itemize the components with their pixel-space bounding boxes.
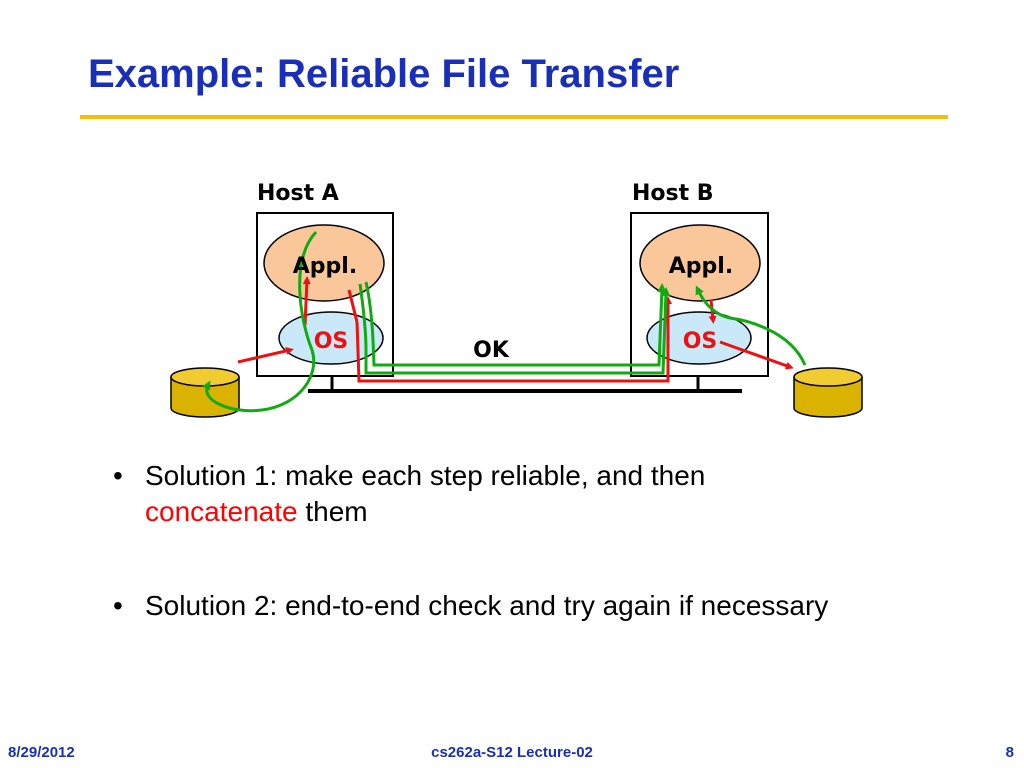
red-data-path: [237, 276, 794, 383]
red-os-to-disk-b: [719, 340, 794, 370]
red-appl-a-down: [347, 289, 359, 323]
disk-a-icon: [170, 367, 240, 418]
appl-b-ellipse: [639, 224, 761, 302]
host-b-label: Host B: [632, 181, 714, 206]
appl-a-label: Appl.: [293, 254, 357, 279]
os-b-ellipse: [646, 311, 752, 365]
appl-a-ellipse: [263, 224, 385, 302]
red-network-path: [355, 296, 672, 383]
host-a-label: Host A: [257, 181, 339, 206]
title-underline: [80, 115, 948, 119]
bullet-solution-2: • Solution 2: end-to-end check and try a…: [105, 588, 925, 624]
slide-title: Example: Reliable File Transfer: [88, 52, 680, 96]
disk-b-icon: [793, 367, 863, 418]
footer-course: cs262a-S12 Lecture-02: [431, 744, 593, 761]
green-appl-a-to-net-2: [358, 283, 671, 375]
red-disk-a-to-os: [237, 347, 294, 364]
green-disk-b-loop: [695, 285, 807, 366]
bullet-marker: •: [113, 590, 123, 621]
red-os-to-appl-a: [302, 276, 311, 326]
bullet-marker: •: [113, 460, 123, 491]
file-transfer-diagram: Host A Host B Appl. Appl. OS OS OK: [170, 181, 863, 418]
green-disk-a-loop: [202, 230, 318, 413]
appl-b-label: Appl.: [669, 254, 733, 279]
bullet-1-text: Solution 1: make each step reliable, and…: [145, 460, 706, 491]
ok-label: OK: [473, 338, 510, 363]
bullet-2-text: Solution 2: end-to-end check and try aga…: [145, 590, 829, 621]
bullet-list: • Solution 1: make each step reliable, a…: [105, 458, 925, 624]
bullet-1-tail: them: [297, 496, 368, 527]
bullet-solution-1: • Solution 1: make each step reliable, a…: [105, 458, 925, 530]
os-b-label: OS: [683, 329, 718, 354]
green-appl-a-to-net-1: [364, 281, 667, 367]
os-a-label: OS: [314, 329, 349, 354]
footer-date: 8/29/2012: [8, 744, 75, 761]
bullet-1-highlight: concatenate: [145, 496, 298, 527]
green-check-path: [202, 230, 807, 413]
footer-page-number: 8: [1005, 744, 1014, 761]
